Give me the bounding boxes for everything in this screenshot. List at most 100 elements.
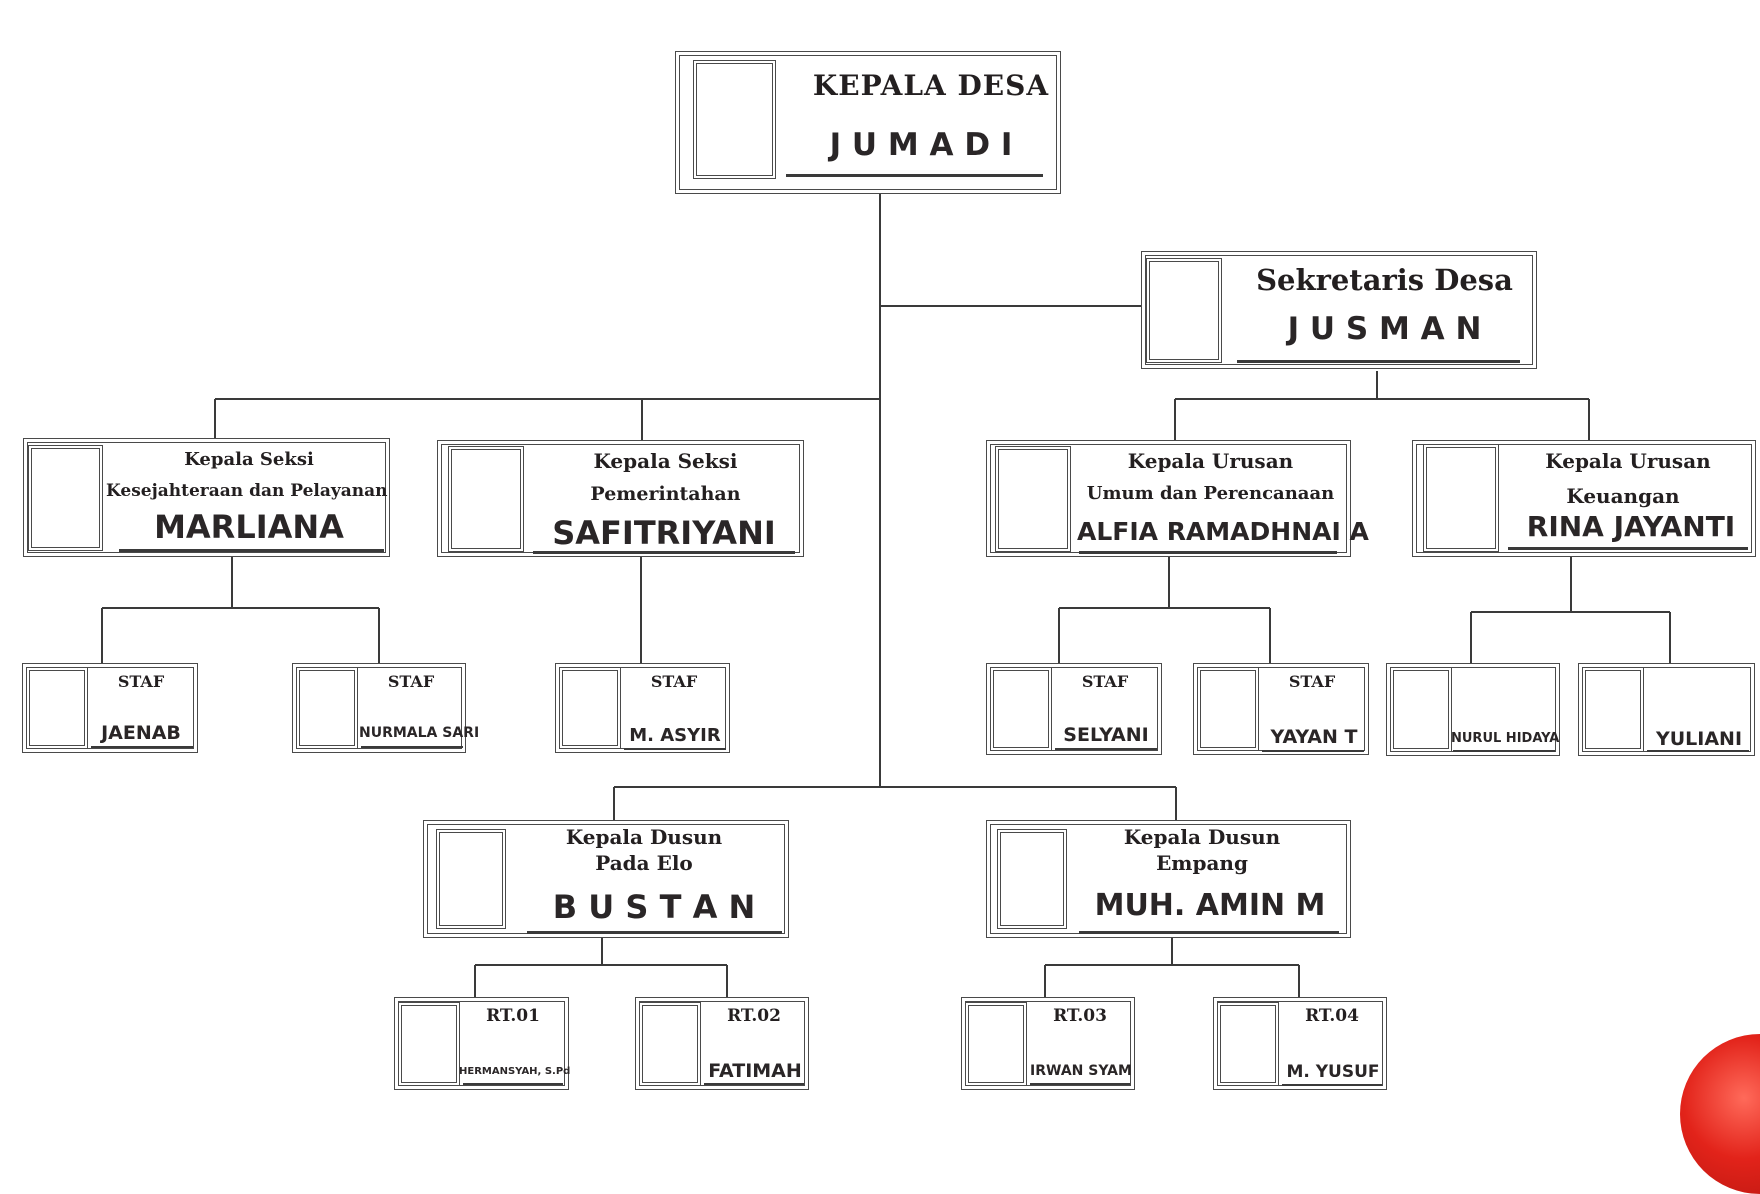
unit-name: MARLIANA [154, 508, 344, 546]
hamlet-box-pada-elo: Kepala Dusun Pada Elo B U S T A N [423, 820, 789, 938]
photo-placeholder [997, 829, 1067, 929]
photo-placeholder [965, 1002, 1027, 1086]
staff-name: NURMALA SARI [359, 725, 480, 741]
unit-title: Kepala Seksi [593, 449, 738, 473]
name-underline [533, 551, 795, 554]
photo-placeholder [639, 1002, 701, 1086]
hamlet-subtitle: Empang [1156, 851, 1248, 875]
photo-placeholder [1197, 667, 1259, 751]
photo-placeholder [1146, 258, 1222, 363]
hamlet-name: MUH. AMIN M [1094, 888, 1326, 923]
staff-box: STAF NURMALA SARI [292, 663, 480, 753]
staff-name: YULIANI [1655, 728, 1743, 750]
photo-placeholder [26, 667, 88, 749]
staff-box: NURUL HIDAYA [1386, 663, 1560, 756]
secretary-title: Sekretaris Desa [1256, 263, 1513, 297]
photo-placeholder [1217, 1002, 1279, 1086]
unit-box-general: Kepala Urusan Umum dan Perencanaan ALFIA… [986, 440, 1369, 557]
photo-placeholder [296, 667, 358, 749]
staff-label: STAF [1081, 672, 1129, 691]
head-title: KEPALA DESA [812, 69, 1050, 102]
unit-subtitle: Kesejahteraan dan Pelayanan [106, 481, 388, 501]
photo-placeholder [990, 667, 1052, 751]
unit-name: ALFIA RAMADHNAI A [1077, 517, 1369, 546]
name-underline [1030, 1083, 1130, 1085]
staff-name: JAENAB [101, 722, 181, 744]
photo-placeholder [1582, 667, 1644, 752]
unit-subtitle: Pemerintahan [590, 483, 741, 505]
hamlet-title: Kepala Dusun [565, 825, 723, 849]
staff-box: STAF M. ASYIR [555, 663, 730, 753]
unit-box-finance: Kepala Urusan Keuangan RINA JAYANTI [1412, 440, 1756, 557]
name-underline [624, 748, 726, 750]
photo-placeholder [995, 446, 1071, 552]
name-underline [1508, 547, 1748, 550]
unit-box-government: Kepala Seksi Pemerintahan SAFITRIYANI [437, 440, 804, 557]
rt-name: FATIMAH [708, 1060, 802, 1082]
hamlet-subtitle: Pada Elo [595, 851, 693, 875]
rt-label: RT.03 [1053, 1006, 1107, 1026]
photo-placeholder [28, 445, 103, 551]
name-underline [1453, 750, 1555, 752]
staff-name: SELYANI [1063, 724, 1149, 746]
photo-placeholder [559, 667, 621, 749]
secretary-box: Sekretaris Desa J U S M A N [1141, 251, 1537, 369]
rt-box: RT.04 M. YUSUF [1213, 997, 1387, 1090]
staff-label: STAF [387, 672, 435, 691]
unit-title: Kepala Urusan [1127, 449, 1294, 473]
name-underline [1647, 750, 1749, 752]
photo-placeholder [693, 60, 776, 179]
staff-label: STAF [117, 672, 165, 691]
name-underline [1079, 931, 1339, 934]
staff-box: STAF JAENAB [22, 663, 198, 753]
rt-box: RT.01 HERMANSYAH, S.Pd [394, 997, 571, 1090]
rt-label: RT.04 [1305, 1006, 1359, 1026]
photo-placeholder [1423, 444, 1499, 552]
name-underline [1237, 360, 1520, 363]
photo-placeholder [398, 1002, 460, 1086]
name-underline [91, 746, 193, 748]
photo-placeholder [436, 829, 506, 929]
name-underline [1282, 1084, 1382, 1086]
staff-box: STAF SELYANI [986, 663, 1162, 755]
hamlet-box-empang: Kepala Dusun Empang MUH. AMIN M [986, 820, 1351, 938]
rt-name: IRWAN SYAM [1030, 1063, 1132, 1079]
unit-name: SAFITRIYANI [552, 514, 776, 552]
name-underline [361, 746, 463, 748]
connector-lines [101, 194, 1671, 997]
rt-box: RT.03 IRWAN SYAM [961, 997, 1135, 1090]
rt-label: RT.02 [727, 1006, 781, 1026]
hamlet-title: Kepala Dusun [1123, 825, 1281, 849]
staff-box: STAF YAYAN T [1193, 663, 1369, 755]
staff-box: YULIANI [1578, 663, 1755, 756]
staff-label: STAF [650, 672, 698, 691]
photo-placeholder [1390, 667, 1452, 752]
name-underline [119, 549, 384, 552]
staff-name: NURUL HIDAYA [1451, 731, 1560, 746]
name-underline [786, 174, 1043, 177]
unit-title: Kepala Seksi [184, 449, 314, 470]
name-underline [463, 1083, 563, 1085]
photo-placeholder [448, 446, 524, 552]
unit-subtitle: Umum dan Perencanaan [1086, 483, 1335, 504]
rt-box: RT.02 FATIMAH [635, 997, 809, 1090]
rt-name: M. YUSUF [1286, 1062, 1380, 1082]
name-underline [527, 931, 782, 934]
staff-label: STAF [1288, 672, 1336, 691]
staff-name: M. ASYIR [629, 725, 721, 746]
unit-box-welfare: Kepala Seksi Kesejahteraan dan Pelayanan… [23, 438, 390, 557]
head-box: KEPALA DESA J U M A D I [675, 51, 1061, 194]
unit-title: Kepala Urusan [1545, 449, 1711, 473]
secretary-name: J U S M A N [1287, 311, 1482, 347]
unit-subtitle: Keuangan [1566, 484, 1680, 508]
name-underline [704, 1083, 804, 1085]
unit-name: RINA JAYANTI [1526, 510, 1736, 543]
name-underline [1262, 750, 1364, 752]
rt-label: RT.01 [486, 1006, 540, 1026]
rt-name: HERMANSYAH, S.Pd [459, 1066, 571, 1077]
hamlet-name: B U S T A N [552, 888, 756, 926]
staff-name: YAYAN T [1270, 726, 1358, 748]
name-underline [1055, 748, 1157, 750]
head-name: J U M A D I [829, 127, 1013, 163]
name-underline [1079, 551, 1337, 554]
